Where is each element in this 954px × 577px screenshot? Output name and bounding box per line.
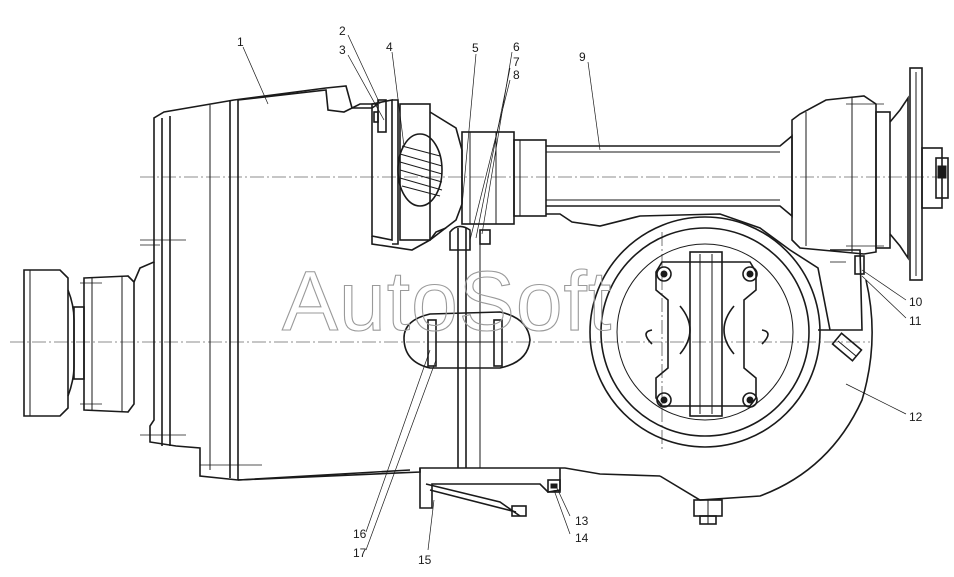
callout-2: 2 — [339, 24, 346, 38]
callout-labels: 1 2 3 4 5 6 7 8 9 10 11 12 13 14 15 16 1… — [237, 24, 923, 567]
callout-17: 17 — [353, 546, 367, 560]
callout-13: 13 — [575, 514, 589, 528]
differential-housing — [546, 213, 873, 525]
shift-rod-assembly — [403, 225, 531, 468]
leader-lines — [242, 34, 907, 551]
callout-8: 8 — [513, 68, 520, 82]
callout-4: 4 — [386, 40, 393, 54]
callout-6: 6 — [513, 40, 520, 54]
spring-coil — [397, 133, 443, 207]
bottom-lever-bracket — [419, 468, 561, 517]
transfer-shaft — [546, 134, 793, 218]
clutch-bearing-group — [371, 99, 547, 251]
callout-5: 5 — [472, 41, 479, 55]
callout-15: 15 — [418, 553, 432, 567]
callout-7: 7 — [513, 55, 520, 69]
right-drive-head — [791, 67, 949, 331]
callout-12: 12 — [909, 410, 923, 424]
callout-1: 1 — [237, 35, 244, 49]
callout-16: 16 — [353, 527, 367, 541]
callout-10: 10 — [909, 295, 923, 309]
callout-3: 3 — [339, 43, 346, 57]
callout-9: 9 — [579, 50, 586, 64]
watermark-text: AutoSoft — [282, 254, 612, 348]
callout-14: 14 — [575, 531, 589, 545]
callout-11: 11 — [909, 314, 922, 328]
left-output-flange — [23, 269, 135, 417]
spider-gears — [645, 251, 769, 417]
gearbox-housing — [133, 85, 661, 481]
